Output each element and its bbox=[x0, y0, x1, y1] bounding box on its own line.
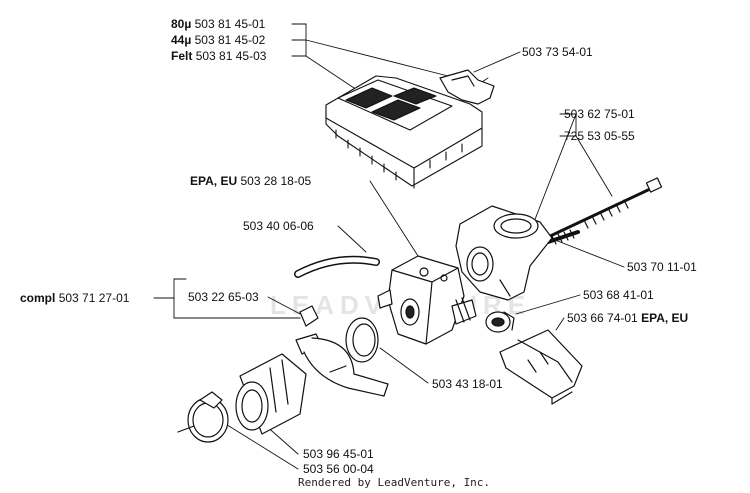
cover-plate-part bbox=[439, 69, 495, 105]
label-filter-44-prefix: 44µ bbox=[171, 33, 192, 47]
label-hose-clamp: 503 56 00-04 bbox=[303, 462, 374, 476]
intake-ring-part bbox=[345, 317, 379, 363]
label-filter-felt-prefix: Felt bbox=[171, 49, 193, 63]
label-hose: 503 40 06-06 bbox=[243, 219, 314, 233]
label-compl-num: 503 71 27-01 bbox=[58, 291, 130, 305]
label-grommet: 503 68 41-01 bbox=[583, 288, 654, 302]
carburetor-part bbox=[377, 255, 477, 345]
label-boot: 503 96 45-01 bbox=[303, 447, 374, 461]
rail-part bbox=[499, 329, 583, 405]
label-spring: 503 70 11-01 bbox=[627, 260, 697, 274]
leader-lines bbox=[153, 23, 625, 470]
intake-boot-part bbox=[235, 353, 307, 435]
label-filter-80-num: 503 81 45-01 bbox=[194, 17, 266, 31]
label-carburetor-num: 503 28 18-05 bbox=[240, 174, 312, 188]
grommet-part bbox=[485, 311, 515, 333]
label-bolt-a: 503 62 75-01 bbox=[564, 107, 635, 121]
label-cover: 503 73 54-01 bbox=[522, 45, 593, 59]
label-filter-felt-num: 503 81 45-03 bbox=[195, 49, 267, 63]
label-filter-felt: Felt 503 81 45-03 bbox=[171, 49, 266, 63]
clamp-bracket-part bbox=[295, 305, 389, 397]
long-bolt-part bbox=[544, 177, 663, 240]
label-filter-80-prefix: 80µ bbox=[171, 17, 192, 31]
label-compl: compl 503 71 27-01 bbox=[20, 291, 129, 305]
label-clamp-set: 503 22 65-03 bbox=[188, 290, 259, 304]
label-carburetor-prefix: EPA, EU bbox=[190, 174, 238, 188]
label-ring: 503 43 18-01 bbox=[432, 377, 503, 391]
spring-part bbox=[546, 229, 580, 245]
fuel-hose-part bbox=[294, 255, 380, 278]
label-rail-num: 503 66 74-01 bbox=[567, 311, 638, 325]
label-filter-44: 44µ 503 81 45-02 bbox=[171, 33, 265, 47]
hose-clamp-part bbox=[177, 391, 229, 443]
credit-text: Rendered by LeadVenture, Inc. bbox=[298, 476, 491, 489]
label-filter-44-num: 503 81 45-02 bbox=[194, 33, 266, 47]
air-filter-part bbox=[325, 75, 483, 189]
carb-housing-part bbox=[455, 205, 553, 301]
label-carburetor: EPA, EU 503 28 18-05 bbox=[190, 174, 311, 188]
label-bolt-b: 725 53 05-55 bbox=[564, 129, 635, 143]
label-rail-suffix: EPA, EU bbox=[641, 311, 689, 325]
label-filter-80: 80µ 503 81 45-01 bbox=[171, 17, 265, 31]
label-rail: 503 66 74-01 EPA, EU bbox=[567, 311, 688, 325]
label-compl-prefix: compl bbox=[20, 291, 56, 305]
